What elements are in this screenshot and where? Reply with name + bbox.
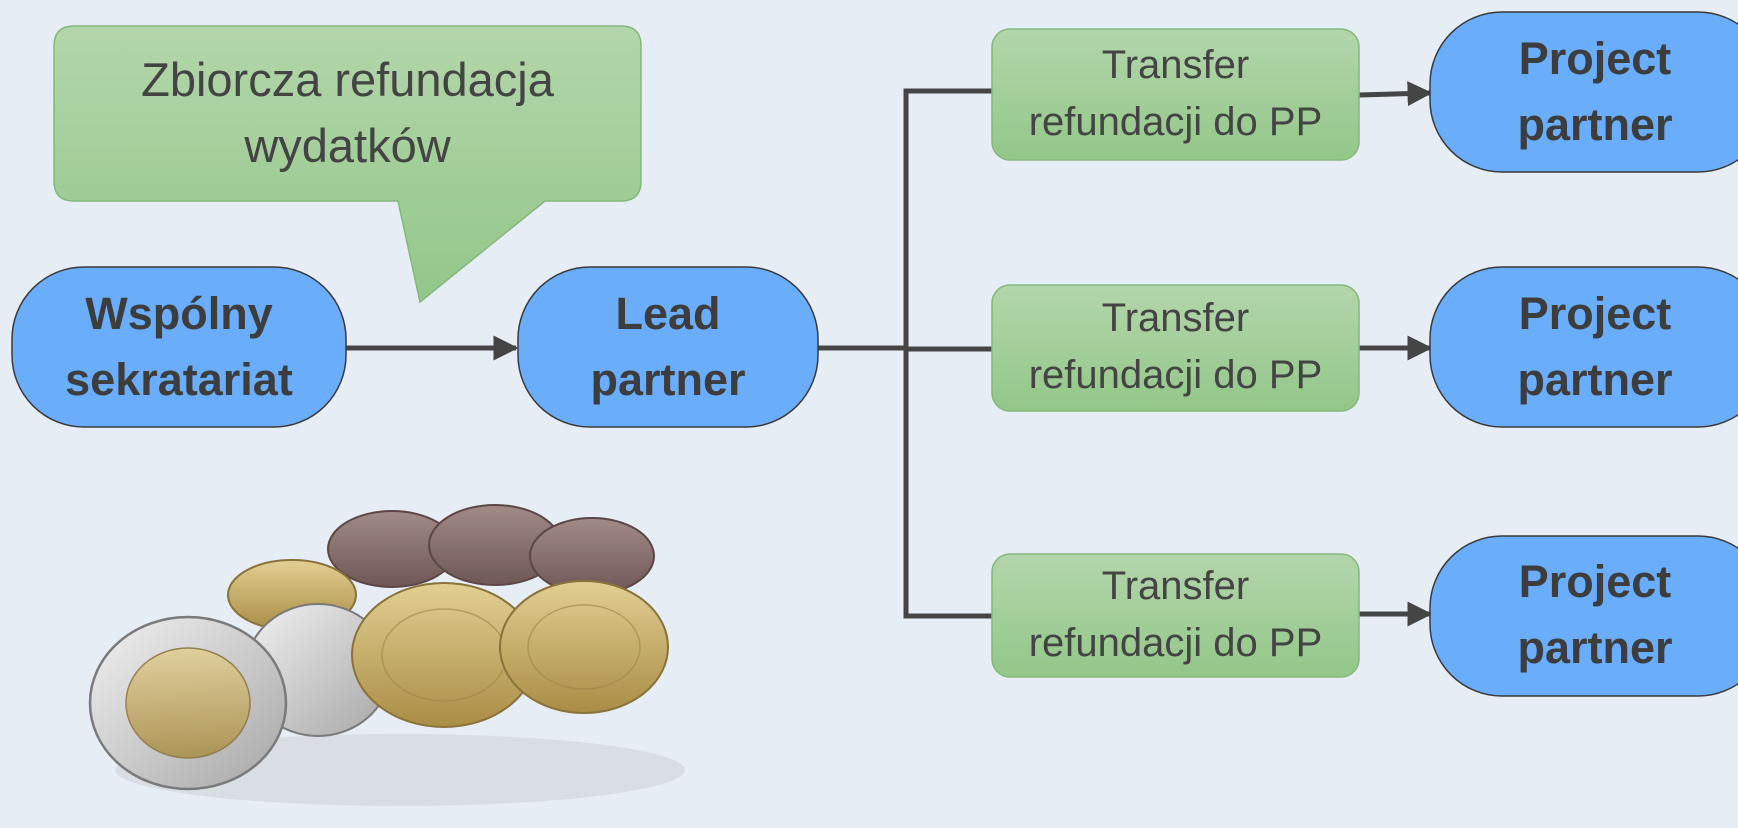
node-secretariat xyxy=(11,266,347,428)
node-lead xyxy=(517,266,819,428)
euro-coins-icon xyxy=(88,504,685,806)
connector-trunk-vertical xyxy=(903,88,992,619)
node-partner-1 xyxy=(1429,11,1738,173)
transfer-box-1 xyxy=(991,28,1360,161)
transfer-box-2 xyxy=(991,284,1360,412)
callout-bubble xyxy=(53,25,642,304)
node-partner-3 xyxy=(1429,535,1738,697)
connectors xyxy=(346,81,1433,627)
connector-transfer-partner-1 xyxy=(1358,81,1433,107)
node-partner-2 xyxy=(1429,266,1738,428)
transfer-box-3 xyxy=(991,553,1360,678)
